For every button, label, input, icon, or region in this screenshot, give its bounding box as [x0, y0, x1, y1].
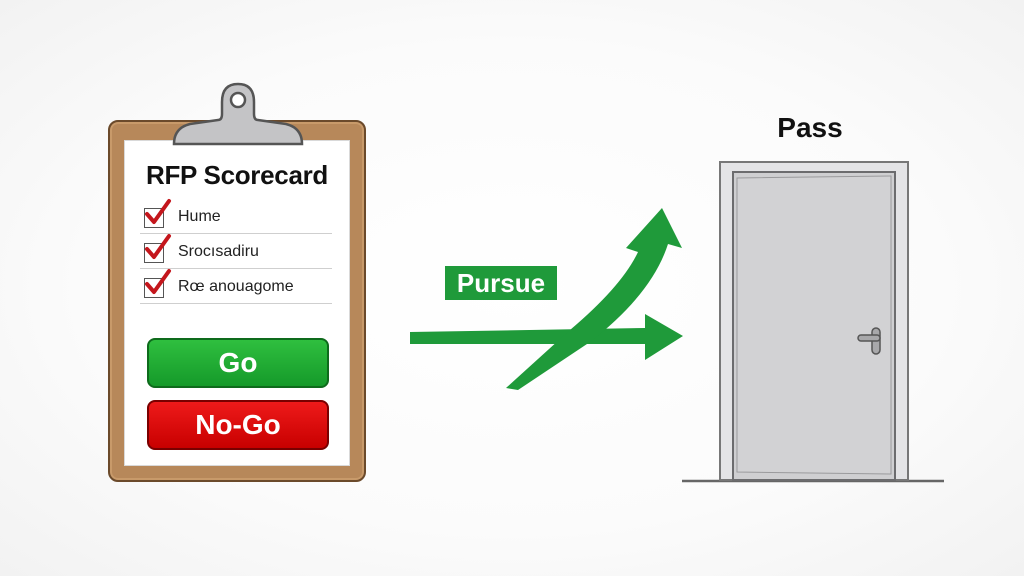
checklist-item-label: Rœ anouagome: [178, 278, 294, 295]
checklist-item-label: Srocısadiru: [178, 243, 259, 260]
checkmark-icon: [145, 234, 171, 259]
decision-arrows-icon: [410, 208, 683, 390]
door-icon[interactable]: [680, 160, 946, 486]
checkmark-icon: [145, 199, 171, 224]
checklist-item[interactable]: Srocısadiru: [140, 234, 332, 269]
scorecard-title: RFP Scorecard: [145, 160, 329, 190]
pass-label: Pass: [777, 112, 843, 143]
pursue-label: Pursue: [445, 266, 557, 300]
go-button[interactable]: Go: [147, 338, 329, 388]
checklist-item[interactable]: Hume: [140, 199, 332, 234]
no-go-button[interactable]: No-Go: [147, 400, 329, 450]
clipboard-clip-icon: [172, 82, 304, 146]
checkmark-icon: [145, 269, 171, 294]
checklist-item[interactable]: Rœ anouagome: [140, 269, 332, 304]
checklist-item-label: Hume: [178, 208, 221, 225]
